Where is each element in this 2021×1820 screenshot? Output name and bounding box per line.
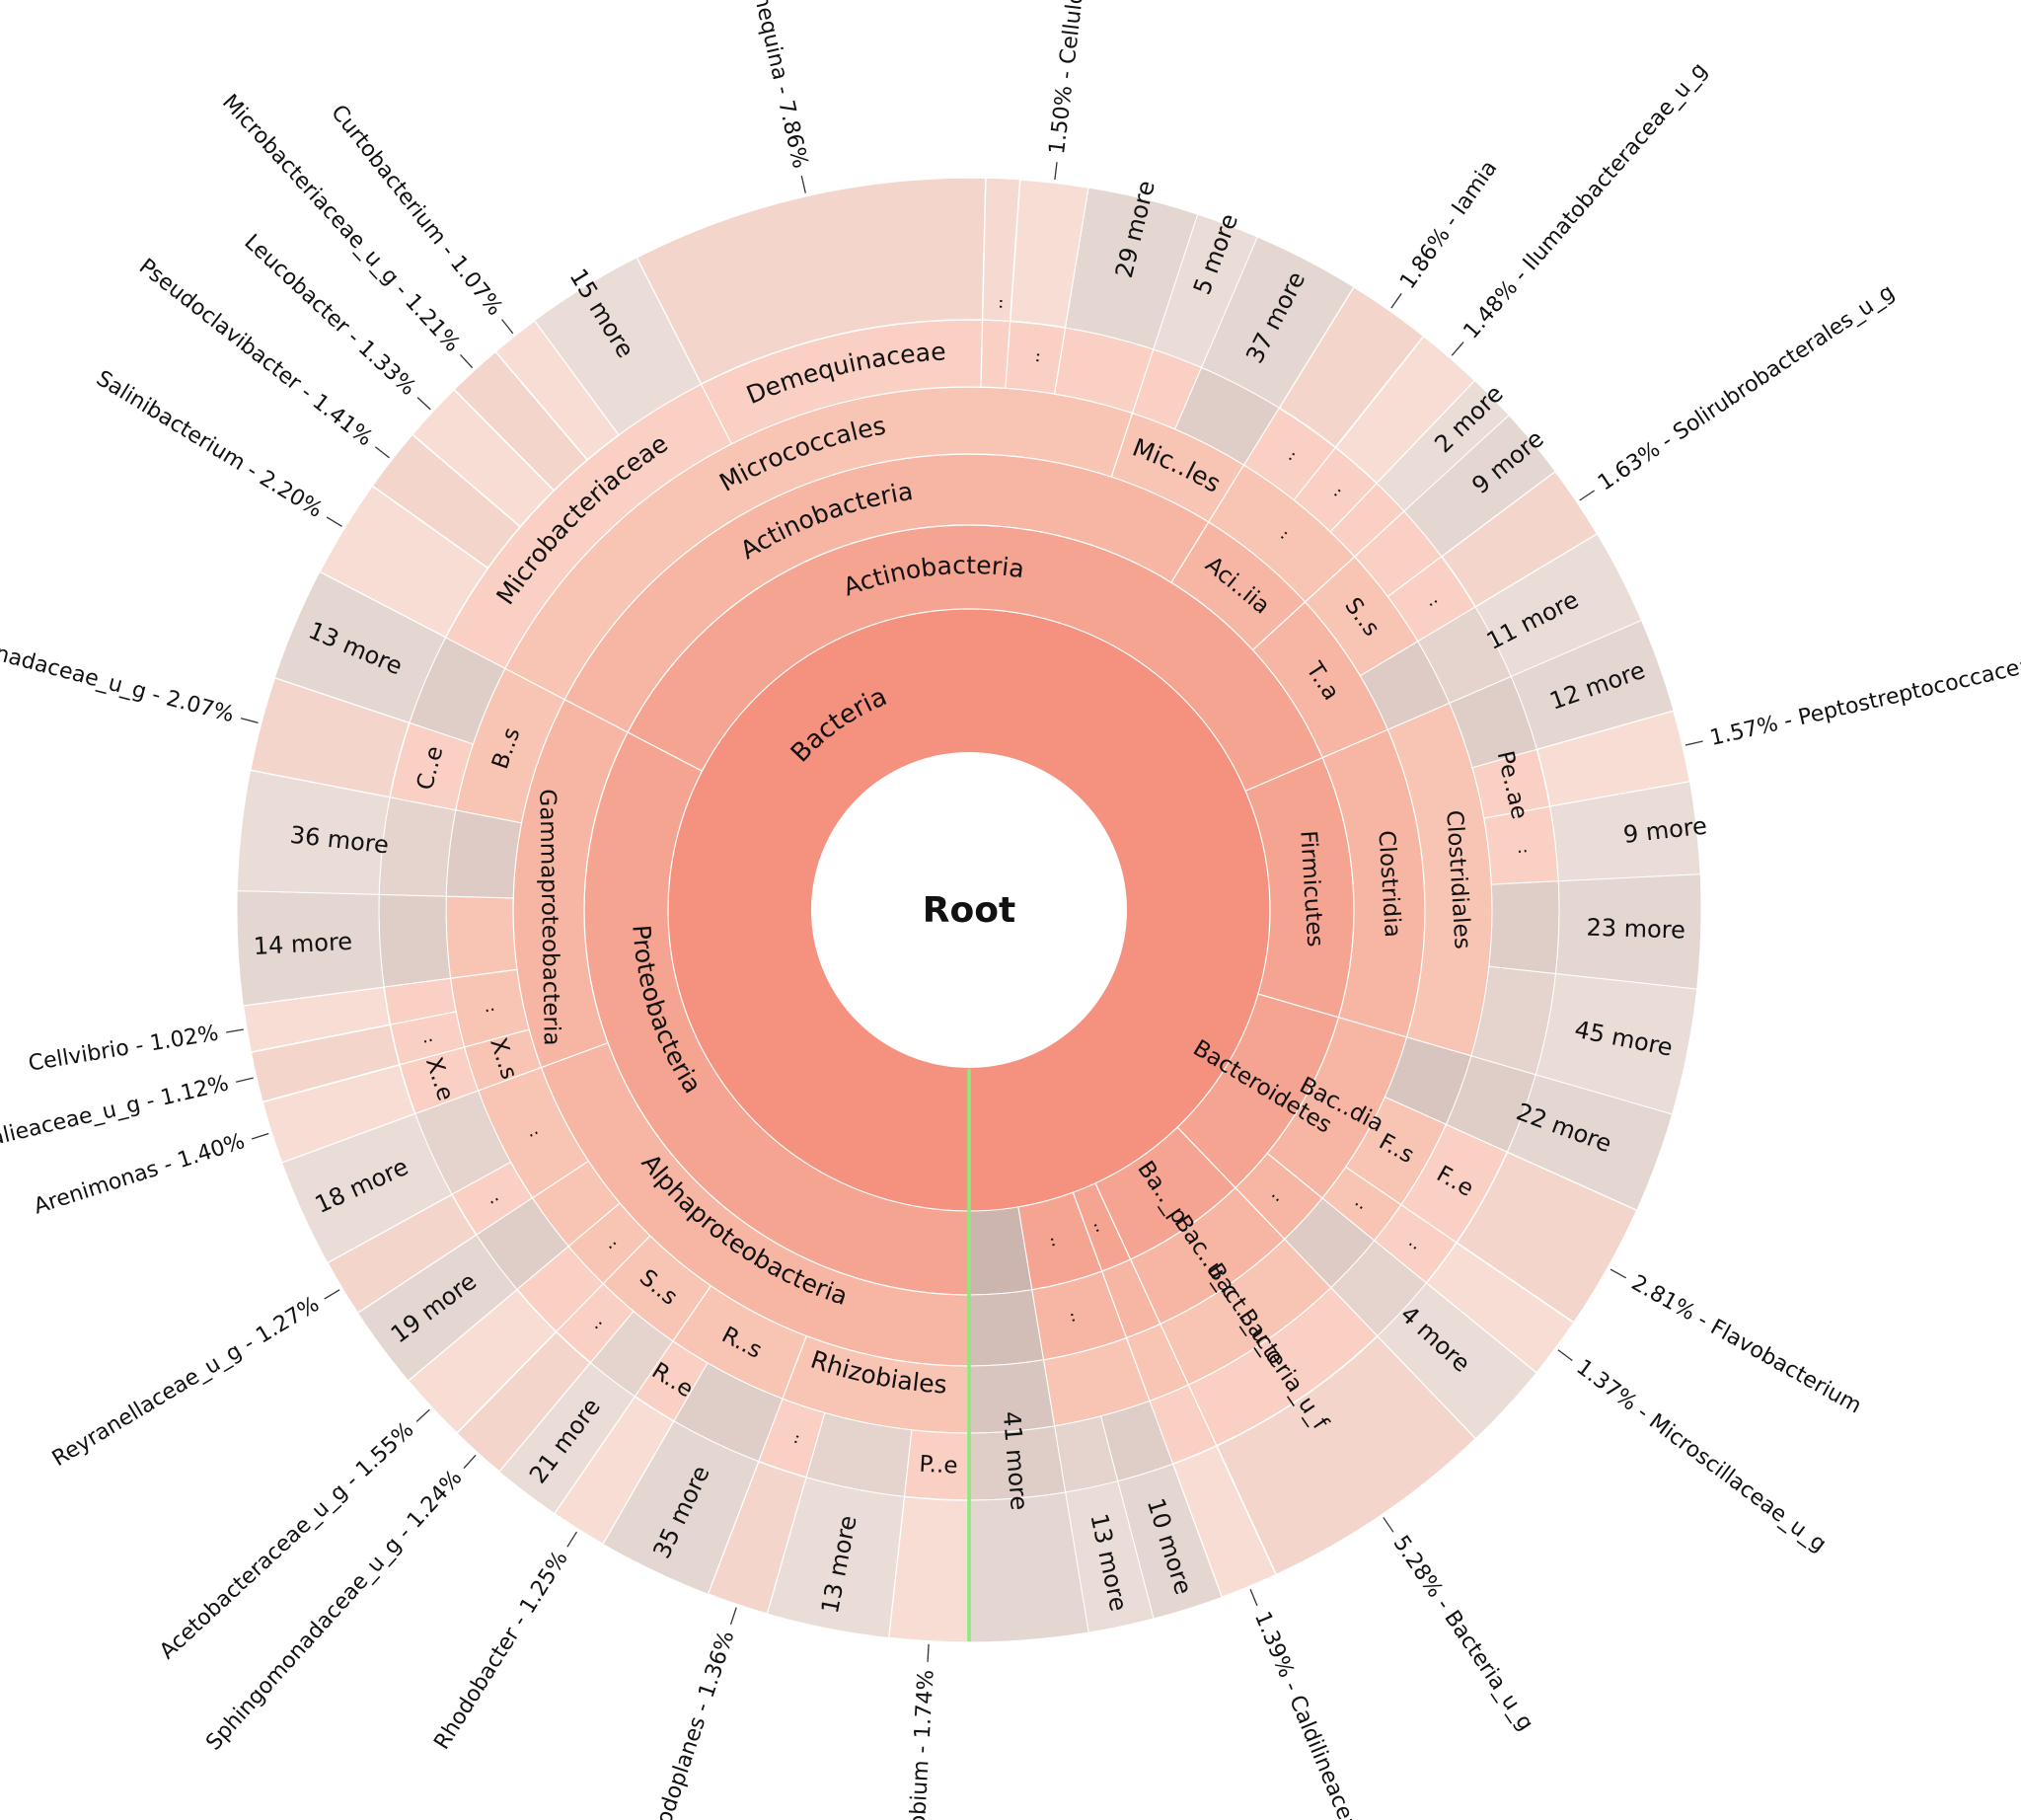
leader-line	[1383, 1517, 1394, 1533]
outer-label-Ilumatobacteraceae_u_g: 1.48% - Ilumatobacteraceae_u_g	[1460, 58, 1713, 344]
wedge-more-13-more[interactable]	[273, 570, 447, 723]
outer-label-Cellulomonas: 1.50% - Cellulomonas	[1045, 0, 1097, 156]
outer-label-Reyranellaceae_u_g: Reyranellaceae_u_g - 1.27%	[48, 1292, 324, 1472]
leader-line	[501, 319, 514, 335]
more-label-23-more: 23 more	[1586, 914, 1685, 945]
ring-label-..: ..	[1516, 836, 1530, 858]
leader-line	[326, 516, 342, 527]
ring-label-..: ..	[1066, 1309, 1088, 1325]
outer-label-Caldilineaceae_u_g: 1.39% - Caldilineaceae_u_g	[1249, 1608, 1386, 1820]
leader-line	[1557, 1349, 1573, 1362]
leader-line	[927, 1643, 930, 1662]
leader-line	[416, 397, 431, 411]
wedge-more-37-more[interactable]	[1200, 236, 1355, 409]
ring-label-..: ..	[986, 297, 1008, 309]
outer-label-Microscillaceae_u_g: 1.37% - Microscillaceae_u_g	[1572, 1355, 1832, 1557]
leader-line	[415, 1408, 430, 1422]
wedge-more-35-more[interactable]	[602, 1420, 760, 1595]
leader-line	[236, 1077, 254, 1083]
ring-label-..: ..	[482, 995, 496, 1018]
leader-line	[374, 446, 390, 459]
wedge-more-18-more[interactable]	[280, 1112, 453, 1264]
outer-label-Rhodobacter: Rhodobacter - 1.25%	[429, 1547, 572, 1754]
wedge-more-19-more[interactable]	[356, 1234, 518, 1382]
ring-label-P..e: P..e	[919, 1452, 958, 1479]
wedge-more-22-more[interactable]	[1506, 1074, 1674, 1211]
more-label-14-more: 14 more	[253, 928, 353, 960]
leader-line	[1249, 1589, 1258, 1607]
outer-label-Iamia: 1.86% - Iamia	[1395, 156, 1502, 293]
leader-line	[460, 354, 474, 369]
wedge-more-12-more[interactable]	[1510, 619, 1675, 750]
outer-label-Flavobacterium: 2.81% - Flavobacterium	[1627, 1270, 1865, 1418]
leader-line	[240, 718, 259, 723]
wedge-cell[interactable]	[445, 895, 518, 979]
wedge-more-13-more[interactable]	[766, 1477, 905, 1639]
outer-label-Demequina: Demequina - 7.86%	[740, 0, 812, 171]
leader-line	[800, 175, 806, 193]
leader-line	[226, 1028, 245, 1033]
leader-line	[1684, 740, 1703, 746]
wedge-more-41-more[interactable]	[968, 1289, 1045, 1367]
outer-label-Mesorhizobium: Mesorhizobium - 1.74%	[900, 1669, 938, 1820]
leader-line	[1054, 162, 1058, 181]
leader-line	[1579, 490, 1596, 501]
leader-line	[463, 1454, 477, 1470]
outer-label-Comamonadaceae_u_g: Comamonadaceae_u_g - 2.07%	[0, 617, 237, 728]
wedge-more-4-more[interactable]	[1377, 1282, 1537, 1440]
leader-line	[1451, 341, 1464, 356]
leader-line	[1390, 292, 1402, 309]
outer-label-Peptostreptococcaceae_u_g: 1.57% - Peptostreptococcaceae_u_g	[1707, 639, 2021, 751]
wedge-Demequina[interactable]	[636, 177, 987, 386]
wedge-more-14-more[interactable]	[378, 893, 452, 988]
wedge-more-21-more[interactable]	[498, 1362, 636, 1515]
wedge-more-9-more[interactable]	[1403, 415, 1556, 558]
root-label: Root	[923, 890, 1015, 931]
ring-label-Gammaproteobacteria: Gammaproteobacteria	[534, 789, 564, 1046]
leader-line	[729, 1607, 737, 1625]
leader-line	[566, 1531, 578, 1548]
wedge-more-15-more[interactable]	[533, 257, 703, 436]
outer-label-Rhodoplanes: Rhodoplanes - 1.36%	[642, 1628, 739, 1820]
outer-label-Arenimonas: Arenimonas - 1.40%	[31, 1129, 248, 1220]
wedge-more-23-more[interactable]	[1488, 880, 1560, 975]
ring-label-..: ..	[419, 1025, 435, 1048]
wedge-more-36-more[interactable]	[378, 796, 457, 897]
leader-line	[1609, 1268, 1627, 1279]
leader-line	[324, 1289, 340, 1300]
outer-label-Bacteria_u_g: 5.28% - Bacteria_u_g	[1388, 1532, 1538, 1736]
wedge-more-36-more[interactable]	[445, 809, 523, 899]
outer-label-Cellvibrio: Cellvibrio - 1.02%	[27, 1021, 220, 1076]
leader-line	[251, 1132, 269, 1140]
ring-label-..: ..	[1022, 350, 1044, 364]
ring-label-..: ..	[1046, 1233, 1069, 1249]
outer-label-Acetobacteraceae_u_g: Acetobacteraceae_u_g - 1.55%	[155, 1417, 418, 1664]
outer-label-Solirubrobacterales_u_g: 1.63% - Solirubrobacterales_u_g	[1594, 280, 1899, 496]
wedge-more-36-more[interactable]	[236, 769, 391, 895]
